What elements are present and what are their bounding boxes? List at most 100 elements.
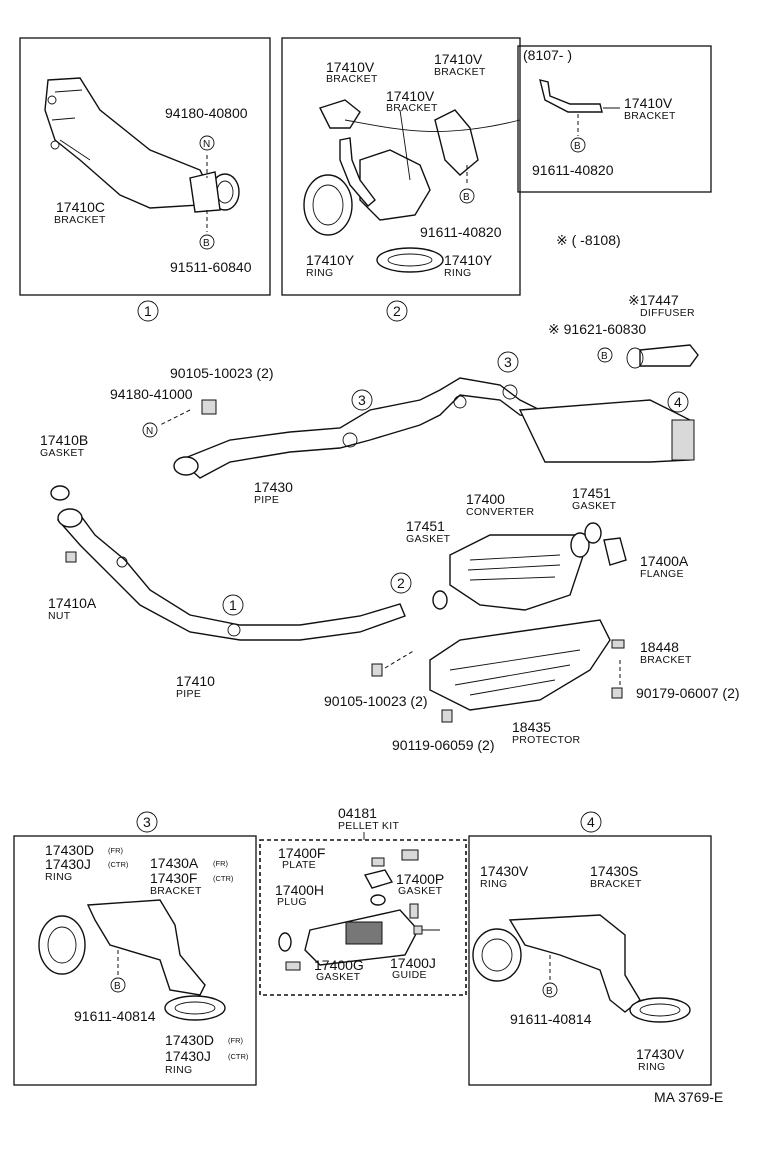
callout-2: 2: [397, 575, 405, 591]
part-number-17410v-inset: 17410V: [624, 95, 673, 111]
part-name-guide: GUIDE: [392, 969, 427, 981]
part-number-17430d-bottom: 17430D: [165, 1032, 214, 1048]
part-name-ring: RING: [638, 1061, 665, 1073]
part-name-diffuser: DIFFUSER: [640, 307, 695, 319]
part-name-bracket: BRACKET: [640, 654, 692, 666]
part-name-gasket: GASKET: [572, 500, 617, 512]
part-number-17430j-bottom: 17430J: [165, 1048, 211, 1064]
part-number-17430s: 17430S: [590, 863, 638, 879]
part-number-91621-60830: ※ 91621-60830: [548, 321, 646, 337]
part-number-91611-40814: 91611-40814: [74, 1008, 156, 1024]
part-number-17430f: 17430F: [150, 870, 197, 886]
part-number-90105-10023-top: 90105-10023 (2): [170, 365, 274, 381]
part-number-90105-10023-bottom: 90105-10023 (2): [324, 693, 428, 709]
part-number-17410v-left: 17410V: [326, 59, 375, 75]
bolt-marker-b: B: [546, 986, 553, 997]
bolt-marker-b: B: [114, 981, 121, 992]
part-number-17430d-top: 17430D: [45, 842, 94, 858]
part-name-ring: RING: [444, 267, 471, 279]
part-number-17430v-top: 17430V: [480, 863, 529, 879]
part-number-91611-40820-inset: 91611-40820: [532, 162, 614, 178]
part-name-gasket: GASKET: [406, 533, 451, 545]
part-name-plate: PLATE: [282, 859, 316, 871]
panel-4-label: 4: [587, 814, 595, 830]
part-number-17400h: 17400H: [275, 882, 324, 898]
diffuser-bolt-marker-b: B: [601, 351, 608, 362]
bolt-marker-b: B: [574, 141, 581, 152]
tag-fr: (FR): [213, 859, 228, 868]
part-number-17451-left: 17451: [406, 518, 445, 534]
part-number-17410b: 17410B: [40, 432, 88, 448]
tag-fr: (FR): [228, 1036, 243, 1045]
part-number-17430v-bottom: 17430V: [636, 1046, 685, 1062]
part-number-17410y-1: 17410Y: [306, 252, 355, 268]
part-name-bracket: BRACKET: [624, 110, 676, 122]
part-name-bracket: BRACKET: [590, 878, 642, 890]
part-number-17400f: 17400F: [278, 845, 325, 861]
tag-fr: (FR): [108, 846, 123, 855]
part-number-17400j: 17400J: [390, 955, 436, 971]
part-number-04181: 04181: [338, 805, 377, 821]
part-number-17410y-2: 17410Y: [444, 252, 493, 268]
part-name-ring: RING: [165, 1064, 192, 1076]
part-number-17430: 17430: [254, 479, 293, 495]
panel-2-label: 2: [393, 303, 401, 319]
pellet-kit: 04181 PELLET KIT 17400F PLATE 17400H PLU…: [259, 805, 467, 996]
part-number-17400: 17400: [466, 491, 505, 507]
part-name-bracket: BRACKET: [434, 66, 486, 78]
panel-3: 3 B 17430D (FR) 17430J (CTR) RING 17430A…: [13, 811, 257, 1086]
note-date-range: ※ ( -8108): [556, 232, 621, 248]
part-number-17410c: 17410C: [56, 199, 105, 215]
part-number-17410v-right: 17410V: [434, 51, 483, 67]
panel-4: 4 B 17430V RING 17430S BRACKET 91611-408…: [468, 811, 712, 1086]
panel-2: B 17410V BRACKET 17410V BRACKET 17410V B…: [281, 37, 712, 322]
part-name-protector: PROTECTOR: [512, 734, 581, 746]
callout-3b: 3: [504, 354, 512, 370]
part-number-17430j-top: 17430J: [45, 856, 91, 872]
part-number-18448: 18448: [640, 639, 679, 655]
part-number-17400g: 17400G: [314, 957, 364, 973]
part-number-17410v-mid: 17410V: [386, 88, 435, 104]
tag-ctr: (CTR): [108, 860, 129, 869]
part-name-ring: RING: [480, 878, 507, 890]
callout-3a: 3: [358, 392, 366, 408]
bolt-marker-b: B: [463, 192, 470, 203]
part-number-91611-40814: 91611-40814: [510, 1011, 592, 1027]
part-number-94180-41000: 94180-41000: [110, 386, 193, 402]
part-name-nut: NUT: [48, 610, 71, 622]
nut-marker-n: N: [146, 426, 153, 437]
part-name-gasket: GASKET: [398, 885, 443, 897]
part-name-gasket: GASKET: [40, 447, 85, 459]
part-name-bracket: BRACKET: [326, 73, 378, 85]
inset-date-range: (8107- ): [523, 47, 572, 63]
diagram-reference-code: MA 3769-E: [654, 1089, 723, 1105]
part-name-bracket: BRACKET: [150, 885, 202, 897]
nut-marker-n: N: [203, 139, 210, 150]
callout-4: 4: [674, 394, 682, 410]
part-number-17400p: 17400P: [396, 871, 444, 887]
part-name-ring: RING: [45, 871, 72, 883]
part-number-17451-right: 17451: [572, 485, 611, 501]
part-name-pipe: PIPE: [176, 688, 201, 700]
part-number-17400a: 17400A: [640, 553, 689, 569]
part-number-17410a: 17410A: [48, 595, 97, 611]
part-name-plug: PLUG: [277, 896, 307, 908]
part-number-18435: 18435: [512, 719, 551, 735]
part-number-90179-06007: 90179-06007 (2): [636, 685, 740, 701]
tag-ctr: (CTR): [213, 874, 234, 883]
panel-3-label: 3: [143, 814, 151, 830]
part-number-17447: ※17447: [628, 292, 679, 308]
part-name-flange: FLANGE: [640, 568, 684, 580]
part-number-94180-40800: 94180-40800: [165, 105, 248, 121]
part-number-91511-60840: 91511-60840: [170, 259, 252, 275]
bolt-marker-b: B: [203, 238, 210, 249]
part-name-pipe: PIPE: [254, 494, 279, 506]
main-assembly: B ※17447 DIFFUSER ※ 91621-60830 N 90105-…: [40, 292, 740, 753]
part-number-17430a: 17430A: [150, 855, 199, 871]
part-name-bracket: BRACKET: [54, 214, 106, 226]
part-name-bracket: BRACKET: [386, 102, 438, 114]
part-number-17410: 17410: [176, 673, 215, 689]
callout-1: 1: [229, 597, 237, 613]
part-number-91611-40820: 91611-40820: [420, 224, 502, 240]
